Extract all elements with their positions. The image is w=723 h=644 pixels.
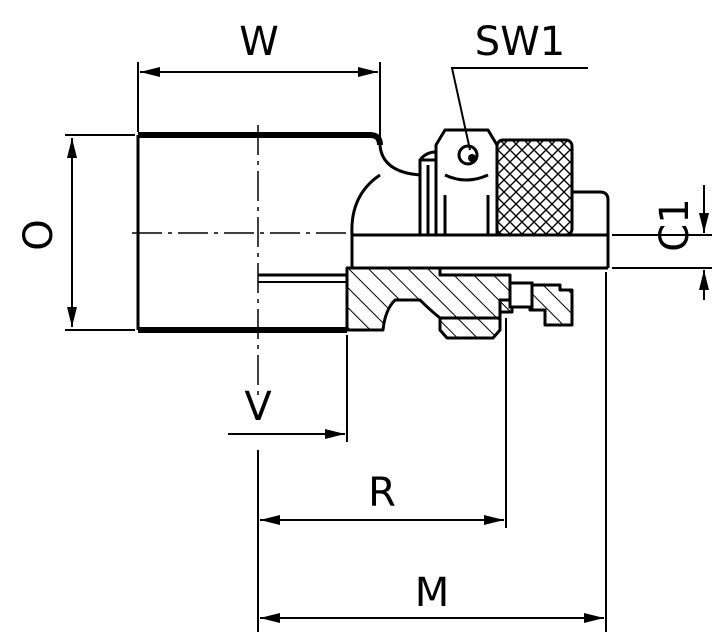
- sw1-marker-dot: [468, 154, 476, 162]
- label-c1: C1: [652, 198, 698, 251]
- socket-top-edge: [138, 132, 383, 146]
- label-w: W: [239, 19, 279, 65]
- dimensions: [65, 62, 712, 632]
- nut-collar: [418, 158, 436, 235]
- tube: [132, 125, 608, 400]
- nut-and-sleeve: [418, 128, 610, 268]
- sw1-leader: [450, 67, 588, 151]
- socket-neck-top: [378, 144, 437, 177]
- label-o: O: [16, 219, 62, 250]
- label-m: M: [415, 570, 450, 616]
- seal-ring: [508, 281, 534, 309]
- section-cut: [345, 266, 574, 340]
- nut-section: [438, 298, 514, 340]
- body-section: [345, 266, 574, 332]
- hex-nut-facet: [444, 173, 489, 182]
- label-v: V: [244, 384, 272, 430]
- label-r: R: [368, 470, 396, 516]
- hex-nut-facet-lower: [443, 195, 490, 235]
- label-sw1: SW1: [475, 19, 565, 65]
- socket-neck-inner: [350, 173, 381, 236]
- tube-end: [572, 190, 610, 268]
- knurled-sleeve: [495, 138, 574, 237]
